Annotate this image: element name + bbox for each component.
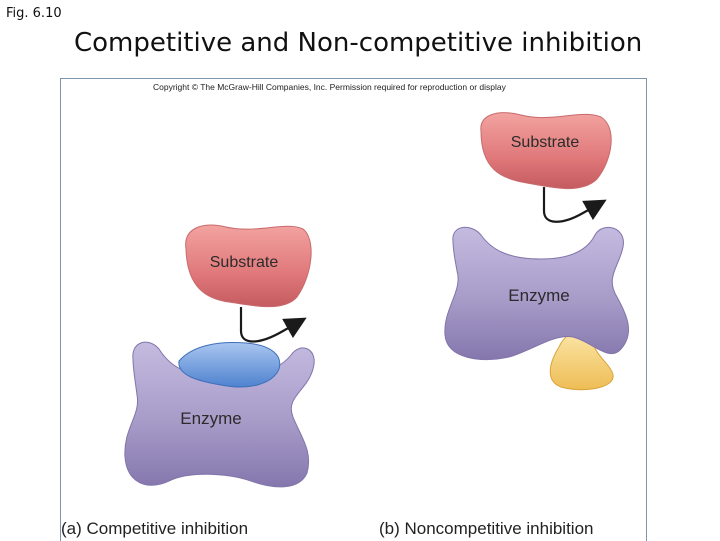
substrate-shape: Substrate xyxy=(480,112,612,190)
substrate-label: Substrate xyxy=(511,134,580,151)
enzyme-shape: Enzyme xyxy=(444,226,630,360)
panel-b-noncompetitive: Substrate Enzyme xyxy=(444,112,630,391)
slide-title: Competitive and Non-competitive inhibiti… xyxy=(74,28,643,58)
inhibition-illustration: Substrate Enzyme Substrate Enzyme xyxy=(124,112,630,488)
enzyme-label: Enzyme xyxy=(180,409,241,428)
substrate-shape: Substrate xyxy=(185,224,312,308)
caption-competitive: (a) Competitive inhibition xyxy=(61,519,249,538)
binding-arrow xyxy=(239,307,307,343)
panel-a-competitive: Substrate Enzyme xyxy=(124,224,315,488)
figure-number: Fig. 6.10 xyxy=(6,6,62,21)
competitive-inhibitor-shape xyxy=(178,342,281,388)
binding-arrow xyxy=(542,187,607,223)
substrate-label: Substrate xyxy=(210,254,279,271)
copyright-notice: Copyright © The McGraw-Hill Companies, I… xyxy=(153,82,506,92)
caption-noncompetitive: (b) Noncompetitive inhibition xyxy=(379,519,594,538)
figure-frame: Copyright © The McGraw-Hill Companies, I… xyxy=(60,78,647,541)
enzyme-label: Enzyme xyxy=(508,286,569,305)
